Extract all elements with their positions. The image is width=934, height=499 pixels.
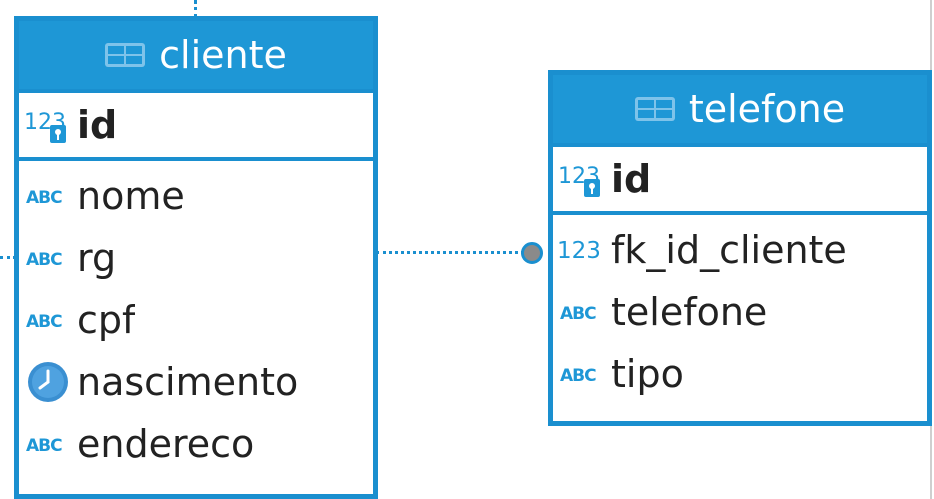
- column-name: id: [611, 157, 652, 201]
- column-row[interactable]: ABC tipo: [553, 343, 927, 405]
- svg-text:ABC: ABC: [560, 366, 596, 386]
- svg-text:ABC: ABC: [26, 312, 62, 332]
- column-row[interactable]: ABC rg: [19, 227, 373, 289]
- column-row[interactable]: ABC endereco: [19, 413, 373, 475]
- column-name: endereco: [77, 422, 255, 466]
- clock-icon: [19, 360, 77, 404]
- svg-text:ABC: ABC: [26, 436, 62, 456]
- table-header[interactable]: telefone: [553, 75, 927, 147]
- column-name: cpf: [77, 298, 136, 342]
- foreign-key-connector[interactable]: [521, 242, 543, 264]
- numeric-key-icon: 123: [553, 159, 611, 199]
- column-name: rg: [77, 236, 117, 280]
- text-abc-icon: ABC: [553, 300, 611, 324]
- table-header[interactable]: cliente: [19, 21, 373, 93]
- text-abc-icon: ABC: [19, 432, 77, 456]
- table-title: cliente: [159, 33, 287, 77]
- text-abc-icon: ABC: [19, 184, 77, 208]
- svg-text:ABC: ABC: [560, 304, 596, 324]
- svg-text:ABC: ABC: [26, 188, 62, 208]
- columns-list: ABC nome ABC rg ABC cpf: [19, 161, 373, 475]
- text-abc-icon: ABC: [553, 362, 611, 386]
- svg-text:123: 123: [557, 238, 601, 264]
- column-name: tipo: [611, 352, 684, 396]
- primary-key-row[interactable]: 123 id: [553, 147, 927, 215]
- text-abc-icon: ABC: [19, 246, 77, 270]
- table-icon: [634, 97, 675, 121]
- relation-line-left: [0, 256, 16, 259]
- column-name: fk_id_cliente: [611, 228, 847, 272]
- numeric-icon: 123: [553, 235, 611, 265]
- relation-line-top: [194, 0, 197, 18]
- table-cliente[interactable]: cliente 123 id ABC nome: [14, 16, 378, 499]
- column-row[interactable]: 123 fk_id_cliente: [553, 219, 927, 281]
- primary-key-row[interactable]: 123 id: [19, 93, 373, 161]
- table-title: telefone: [688, 87, 846, 131]
- column-row[interactable]: nascimento: [19, 351, 373, 413]
- column-name: id: [77, 103, 118, 147]
- table-icon: [105, 43, 146, 67]
- column-name: nome: [77, 174, 185, 218]
- columns-list: 123 fk_id_cliente ABC telefone ABC: [553, 215, 927, 405]
- relation-line-cliente-telefone: [376, 251, 524, 254]
- svg-text:ABC: ABC: [26, 250, 62, 270]
- column-name: telefone: [611, 290, 768, 334]
- text-abc-icon: ABC: [19, 308, 77, 332]
- numeric-key-icon: 123: [19, 105, 77, 145]
- column-row[interactable]: ABC telefone: [553, 281, 927, 343]
- table-telefone[interactable]: telefone 123 id 123 fk_id_client: [548, 70, 932, 426]
- column-row[interactable]: ABC cpf: [19, 289, 373, 351]
- column-row[interactable]: ABC nome: [19, 165, 373, 227]
- column-name: nascimento: [77, 360, 299, 404]
